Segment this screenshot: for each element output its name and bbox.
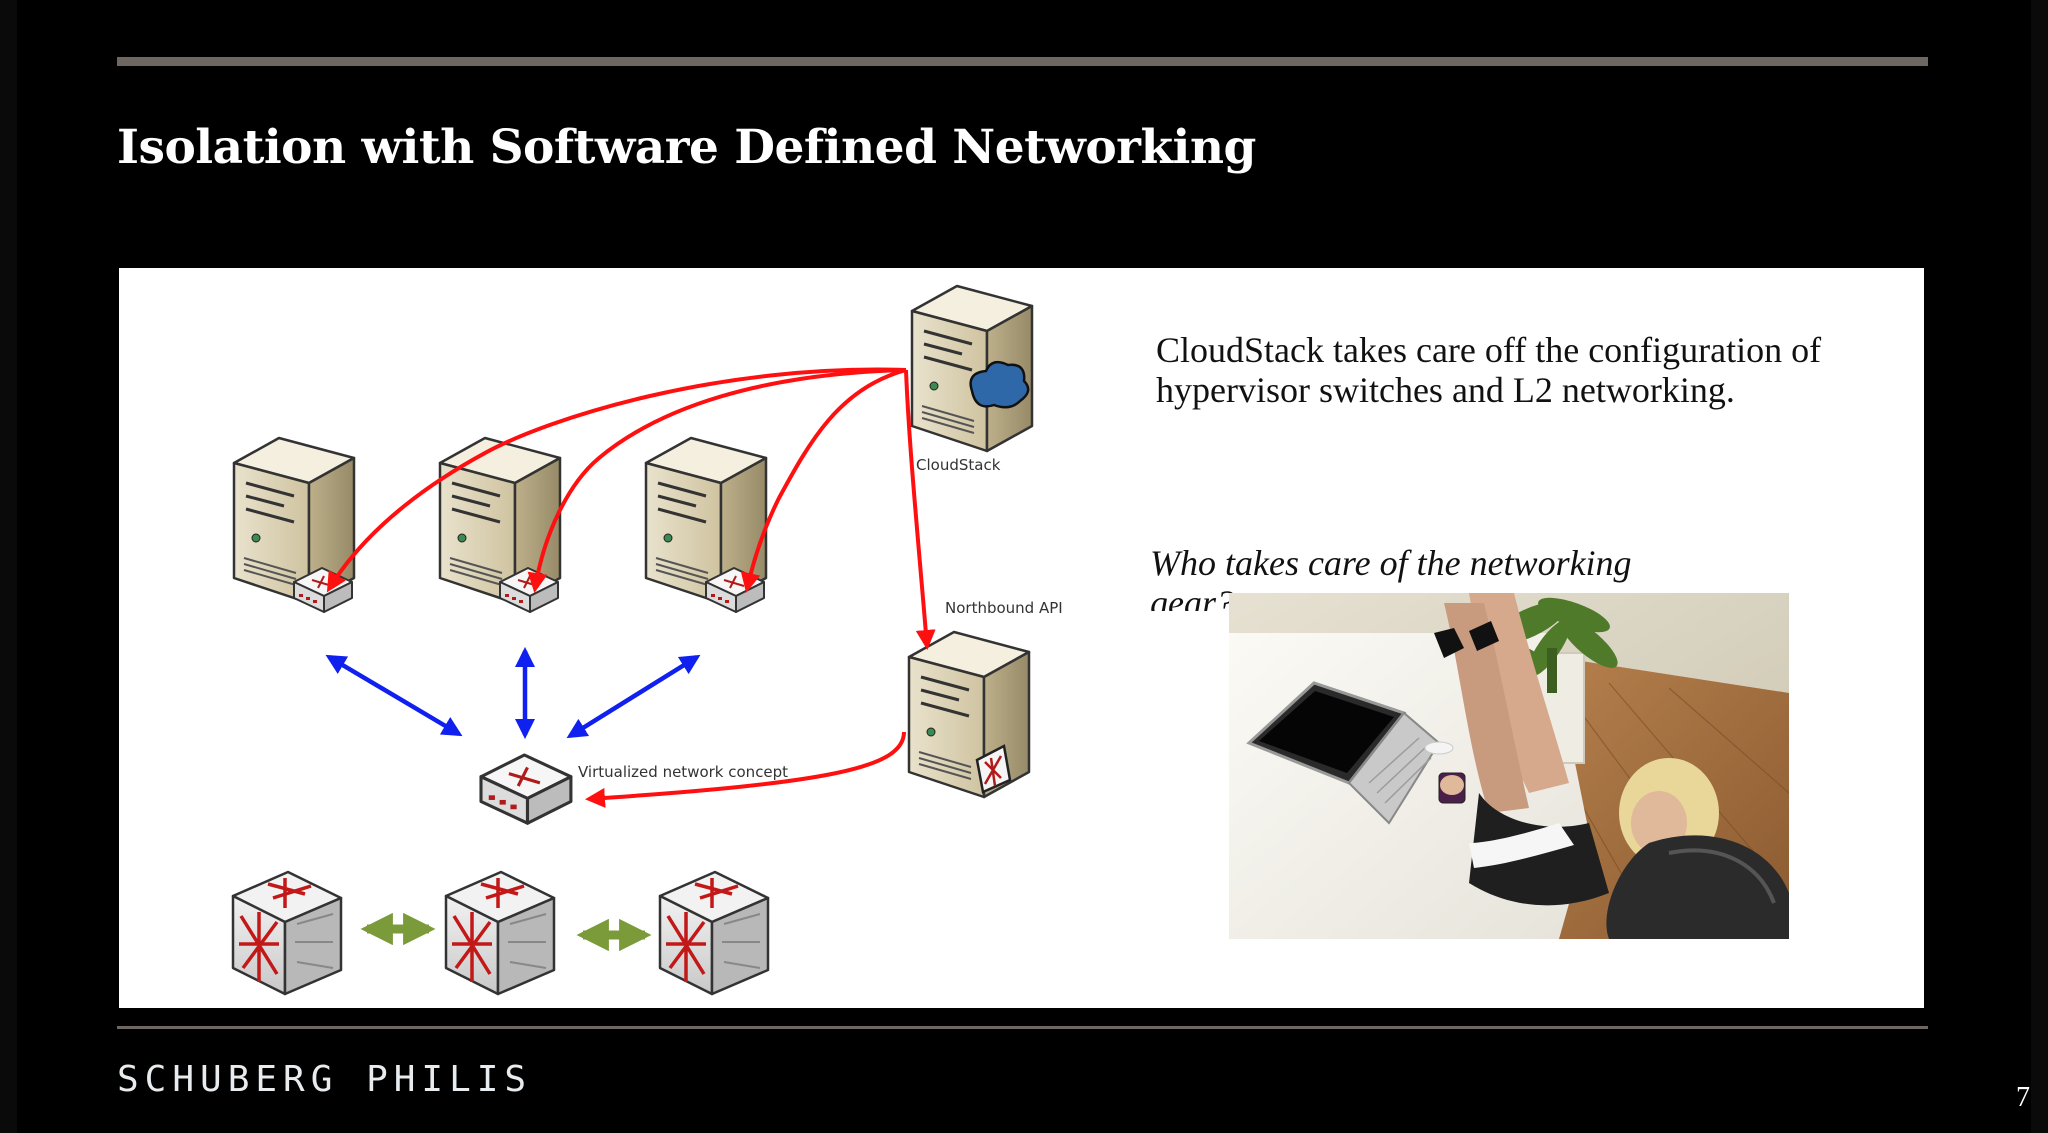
cloudstack-server-icon bbox=[910, 284, 1034, 453]
office-photo bbox=[1229, 593, 1789, 939]
northbound-api-label: Northbound API bbox=[945, 599, 1063, 617]
virtualized-network-label: Virtualized network concept bbox=[578, 763, 788, 781]
hypervisor-server-2-icon bbox=[438, 436, 562, 613]
hypervisor-server-1-icon bbox=[232, 436, 356, 613]
sdn-controller-server-icon bbox=[907, 630, 1031, 799]
sdn-statement: CloudStack takes care off the configurat… bbox=[1156, 330, 1822, 410]
cloudstack-label: CloudStack bbox=[916, 456, 1001, 474]
network-diagram: CloudStack bbox=[231, 284, 1063, 996]
slide-title: Isolation with Software Defined Networki… bbox=[117, 120, 1256, 175]
virtual-network-switch-icon bbox=[479, 753, 573, 825]
control-arrows bbox=[326, 367, 936, 808]
networking-question: Who takes care of the networking gear? bbox=[1150, 543, 1632, 611]
virtual-links bbox=[325, 646, 701, 740]
presentation-slide: Isolation with Software Defined Networki… bbox=[17, 0, 2031, 1133]
content-panel: CloudStack bbox=[119, 268, 1924, 1008]
page-number: 7 bbox=[2016, 1082, 2030, 1113]
physical-links bbox=[360, 912, 652, 952]
top-divider bbox=[117, 57, 1928, 66]
company-logo: SCHUBERG PHILIS bbox=[117, 1059, 533, 1100]
physical-switch-1-icon bbox=[231, 870, 343, 996]
physical-switch-2-icon bbox=[444, 870, 556, 996]
physical-switch-3-icon bbox=[658, 870, 770, 996]
bottom-divider bbox=[117, 1026, 1928, 1029]
